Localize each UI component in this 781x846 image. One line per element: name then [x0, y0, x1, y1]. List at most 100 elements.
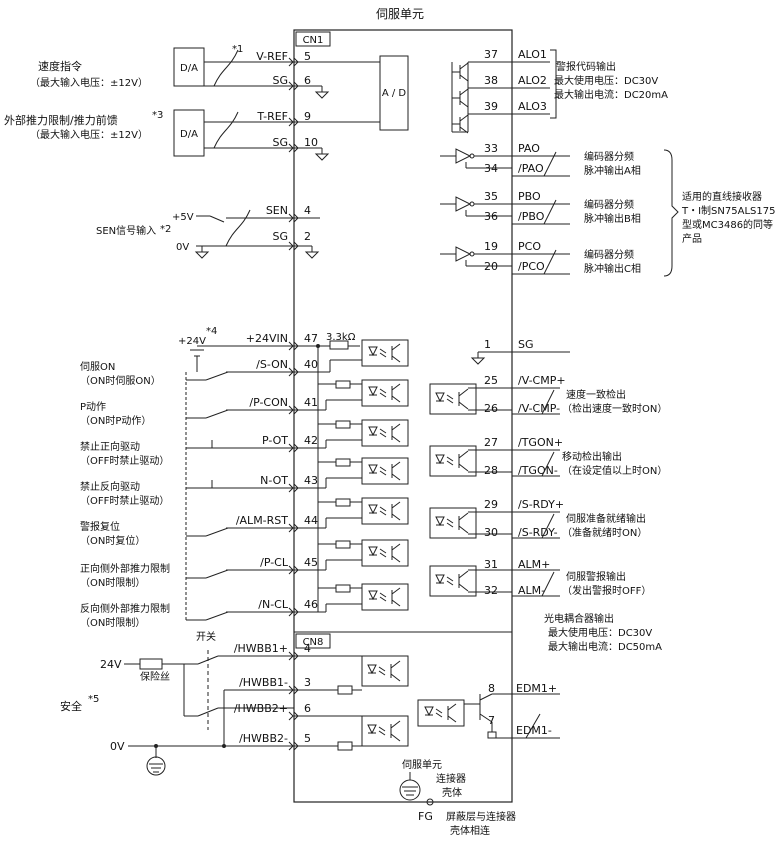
speed-command-group: 速度指令 （最大输入电压：±12V） *1 D/A V-REF 5 SG 6	[30, 44, 380, 99]
input-n-ot-sub: （OFF时禁止驱动）	[80, 495, 169, 507]
alo2-signal: ALO2	[518, 74, 547, 87]
res-3-3k: 3.3kΩ	[326, 332, 356, 343]
n-ot-signal: N-OT	[260, 474, 288, 487]
encoder-b-line1: 编码器分频	[584, 198, 634, 211]
shield-note-2: 壳体相连	[450, 824, 490, 837]
alo3-signal: ALO3	[518, 100, 547, 113]
pin-9: 9	[304, 110, 311, 123]
s-rdy-plus-signal: /S-RDY+	[518, 498, 564, 511]
supply-24v-label: +24V	[178, 336, 206, 347]
v-cmp-line1: 速度一致检出	[566, 388, 626, 401]
input-p-cl-title: 正向侧外部推力限制	[80, 562, 170, 575]
pin-34: 34	[484, 162, 498, 175]
pin-31: 31	[484, 558, 498, 571]
pin-5: 5	[304, 50, 311, 63]
input-p-con-title: P动作	[80, 401, 106, 413]
shield-note-1: 屏蔽层与连接器	[446, 810, 516, 823]
pin-38: 38	[484, 74, 498, 87]
cn8-pin-6: 6	[304, 702, 311, 715]
s-rdy-line2: （准备就绪时ON）	[562, 526, 647, 539]
input-alm-rst: 警报复位 （ON时复位） /ALM-RST 44	[80, 514, 318, 547]
input-p-con: P动作 （ON时P动作） /P-CON 41	[80, 396, 318, 427]
pin-32: 32	[484, 584, 498, 597]
cn8-pin-3: 3	[304, 676, 311, 689]
pin-26: 26	[484, 402, 498, 415]
vin-signal: +24VIN	[246, 332, 288, 345]
alm-rst-signal: /ALM-RST	[236, 514, 288, 527]
p-cl-signal: /P-CL	[260, 556, 289, 569]
cn8-pin-5: 5	[304, 732, 311, 745]
v-ref-signal: V-REF	[256, 50, 288, 63]
encoder-c-line2: 脉冲输出C相	[584, 262, 641, 275]
input-optocouplers	[294, 339, 409, 613]
pco-signal: PCO	[518, 240, 541, 253]
alarm-note-2: 最大使用电压：DC30V	[554, 74, 658, 87]
pin-2: 2	[304, 230, 311, 243]
speed-cmd-note: *1	[232, 44, 243, 55]
pin-19: 19	[484, 240, 498, 253]
safety-label: 安全	[60, 699, 82, 713]
encoder-b-line2: 脉冲输出B相	[584, 212, 641, 225]
servo-unit-bottom: 伺服单元	[402, 758, 442, 771]
pin-25: 25	[484, 374, 498, 387]
pin-39: 39	[484, 100, 498, 113]
torque-title: 外部推力限制/推力前馈	[4, 113, 118, 127]
pin-43: 43	[304, 474, 318, 487]
encoder-b: 35 PBO 36 /PBO 编码器分频 脉冲输出B相	[440, 190, 641, 225]
pin-46: 46	[304, 598, 318, 611]
ground-symbol-2	[399, 779, 421, 801]
input-p-ot: 禁止正向驱动 （OFF时禁止驱动） P-OT 42	[80, 434, 318, 467]
supply-24v-note: *4	[206, 326, 217, 337]
edm-pin-7: 7	[488, 714, 495, 727]
zero-v-label: 0V	[110, 740, 125, 753]
pin-29: 29	[484, 498, 498, 511]
ad-label: A / D	[382, 88, 407, 99]
encoder-a-line2: 脉冲输出A相	[584, 164, 641, 177]
sg-signal-6: SG	[272, 74, 288, 87]
pin-35: 35	[484, 190, 498, 203]
encoder-c-line1: 编码器分频	[584, 248, 634, 261]
hwbb1-plus-signal: /HWBB1+	[234, 642, 288, 655]
encoder-a: 33 PAO 34 /PAO 编码器分频 脉冲输出A相	[440, 142, 641, 177]
pin-27: 27	[484, 436, 498, 449]
s-on-signal: /S-ON	[256, 358, 288, 371]
edm-pin-8: 8	[488, 682, 495, 695]
n-cl-signal: /N-CL	[258, 598, 289, 611]
pin-44: 44	[304, 514, 318, 527]
fg-terminal	[426, 798, 434, 806]
input-p-ot-title: 禁止正向驱动	[80, 440, 140, 453]
photo-note-1: 光电耦合器输出	[544, 612, 614, 625]
s-rdy-line1: 伺服准备就绪输出	[566, 512, 646, 525]
photo-outputs: 25 /V-CMP+ 26 /V-CMP- 速度一致检出 （检出速度一致时ON）…	[429, 374, 667, 653]
hwbb2-minus-signal: /HWBB2-	[239, 732, 288, 745]
hwbb2-plus-signal: /HWBB2+	[234, 702, 288, 715]
receiver-note-1: 适用的直线接收器	[682, 190, 762, 203]
pin-36: 36	[484, 210, 498, 223]
sen-plus5v: +5V	[172, 212, 194, 223]
alm-minus-signal: ALM-	[518, 584, 545, 597]
input-alm-rst-sub: （ON时复位）	[80, 534, 145, 547]
sg-signal-10: SG	[272, 136, 288, 149]
sen-title: SEN信号输入	[96, 224, 156, 237]
pin-20: 20	[484, 260, 498, 273]
input-alm-rst-title: 警报复位	[80, 520, 120, 533]
photo-note-3: 最大输出电流：DC50mA	[548, 640, 662, 653]
input-s-on-sub: （ON时伺服ON）	[80, 374, 161, 387]
sg-out-signal: SG	[518, 338, 534, 351]
input-n-cl-sub: （ON时限制）	[80, 616, 145, 629]
p-con-signal: /P-CON	[249, 396, 288, 409]
pin-4: 4	[304, 204, 311, 217]
pin-1: 1	[484, 338, 491, 351]
cn8-label: CN8	[303, 637, 324, 648]
cn1-label: CN1	[303, 35, 324, 46]
encoder-c: 19 PCO 20 /PCO 编码器分频 脉冲输出C相	[440, 240, 641, 275]
pin-28: 28	[484, 464, 498, 477]
safety-section: 开关 24V 保险丝 安全 *5 0V /HWBB1+ 4 /HWBB1-	[60, 630, 560, 776]
receiver-note-3: 型或MC3486的同等	[682, 218, 773, 231]
alarm-note-3: 最大输出电流：DC20mA	[554, 88, 668, 101]
supply-24v-group: +24V *4 +24VIN 47 3.3kΩ	[178, 326, 360, 620]
v-cmp-line2: （检出速度一致时ON）	[562, 402, 667, 415]
photo-s-rdy: 29 /S-RDY+ 30 /S-RDY- 伺服准备就绪输出 （准备就绪时ON）	[429, 498, 647, 539]
input-rows: 伺服ON （ON时伺服ON） /S-ON 40 P动作 （ON时P动作） /P-…	[80, 358, 318, 629]
